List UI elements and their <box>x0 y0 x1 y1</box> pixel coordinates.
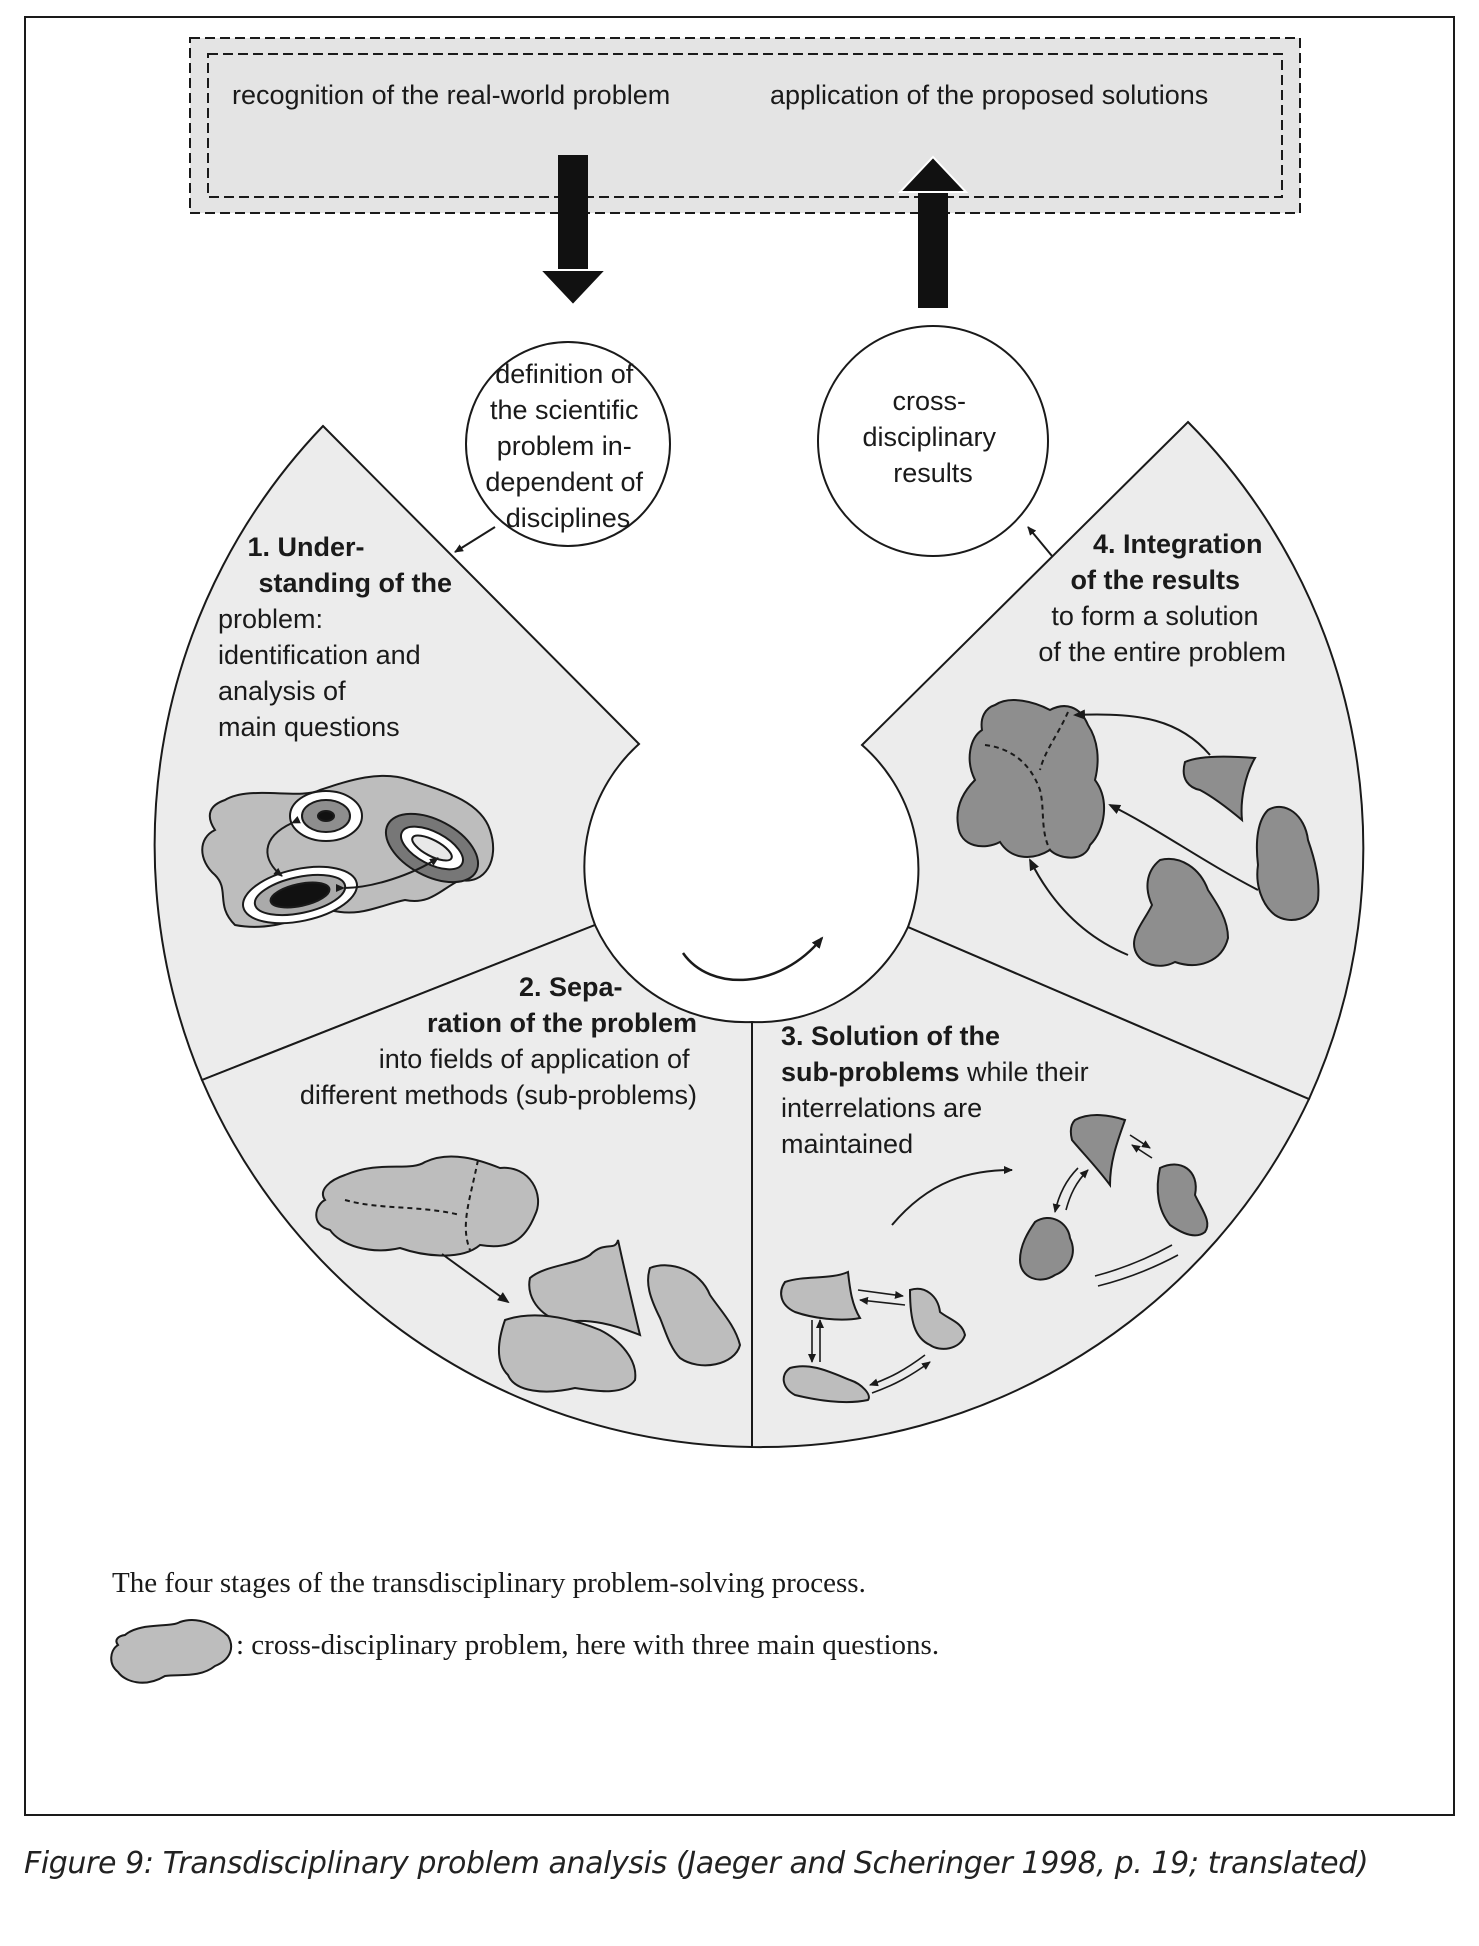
stage1-illustration <box>201 774 495 928</box>
connector-to-stage1 <box>454 526 496 553</box>
application-label: application of the proposed solutions <box>770 80 1208 110</box>
stage3-bold-2: sub-problems <box>781 1057 960 1087</box>
panel-stage4 <box>860 420 1365 1101</box>
down-arrow <box>537 155 609 307</box>
stage4-bold-1: 4. Integration <box>1093 529 1263 559</box>
stage2-illustration <box>315 1155 742 1393</box>
svg-text:2. Sepa- ration of the p: 2. Sepa- ration of the problem <box>427 972 697 1038</box>
panel-stage3 <box>751 925 1311 1449</box>
stage4-text-1: to form a solution <box>1051 601 1258 631</box>
stage2-bold-1: 2. Sepa- <box>519 972 623 1002</box>
svg-text:4. Integration of the re: 4. Integration of the results <box>1070 529 1270 595</box>
stage4-illustration <box>956 699 1320 967</box>
svg-text:3. Solution of the: 3. Solution of the <box>781 1021 1000 1051</box>
results-line-2: disciplinary <box>862 422 996 452</box>
definition-line-2: the scientific <box>490 395 639 425</box>
recognition-label: recognition of the real-world problem <box>232 80 670 110</box>
figure-caption: Figure 9: Transdisciplinary problem anal… <box>24 1846 1369 1881</box>
legend-title: The four stages of the transdisciplinary… <box>112 1567 866 1599</box>
definition-line-3: problem in- <box>497 431 632 461</box>
stage1-text-3: analysis of <box>218 676 346 706</box>
svg-text:to form a solution of th: to form a solution of the entire problem <box>1038 601 1286 667</box>
legend-blob-icon <box>110 1619 233 1684</box>
svg-text:sub-problems while their: sub-problems while their <box>781 1057 1089 1087</box>
circle-results: cross- disciplinary results <box>817 325 1049 557</box>
stage1-text-4: main questions <box>218 712 400 742</box>
stage4-text-2: of the entire problem <box>1038 637 1286 667</box>
stage1-text-1: problem: <box>218 604 323 634</box>
svg-text:1. Under- standing of th: 1. Under- standing of the <box>247 532 452 598</box>
stage3-text-2: interrelations are <box>781 1093 982 1123</box>
definition-line-5: disciplines <box>506 503 631 533</box>
stage1-bold-2: standing of the <box>259 568 452 598</box>
stage3-illustration <box>780 1114 1209 1404</box>
stage2-bold-2: ration of the problem <box>427 1008 697 1038</box>
svg-text:definition of the scient: definition of the scientific problem in-… <box>485 359 650 533</box>
svg-text:cross- disciplinary: cross- disciplinary results <box>862 386 1003 488</box>
results-line-3: results <box>893 458 973 488</box>
stage2-text-1: into fields of application of <box>379 1044 690 1074</box>
svg-text:into fields of application of: into fields of application of different … <box>300 1044 697 1110</box>
stage1-text-2: identification and <box>218 640 421 670</box>
real-world-box: recognition of the real-world problem ap… <box>189 37 1301 214</box>
definition-line-1: definition of <box>495 359 634 389</box>
results-line-1: cross- <box>892 386 966 416</box>
stage1-label: 1. Under- standing of the problem: ident… <box>218 532 452 742</box>
circle-definition: definition of the scientific problem in-… <box>465 341 671 547</box>
svg-text:interrelations are maint: interrelations are maintained <box>781 1093 990 1159</box>
stage4-label: 4. Integration of the results to form a … <box>1038 529 1286 667</box>
stage3-text-1: while their <box>960 1057 1089 1087</box>
legend: The four stages of the transdisciplinary… <box>110 1567 939 1684</box>
up-arrow <box>897 155 969 308</box>
stage1-bold-1: 1. Under- <box>247 532 364 562</box>
stage2-label: 2. Sepa- ration of the problem into fiel… <box>300 972 697 1110</box>
center-cycle-arrow <box>681 936 824 982</box>
legend-item: : cross-disciplinary problem, here with … <box>236 1629 939 1661</box>
stage2-text-2: different methods (sub-problems) <box>300 1080 697 1110</box>
svg-text:problem: identification: problem: identification and analysis of … <box>218 604 428 742</box>
connector-to-results <box>1027 526 1053 557</box>
stage4-bold-2: of the results <box>1070 565 1240 595</box>
stage3-label: 3. Solution of the sub-problems while th… <box>781 1021 1089 1159</box>
definition-line-4: dependent of <box>485 467 643 497</box>
stage3-bold-1: 3. Solution of the <box>781 1021 1000 1051</box>
stage3-text-3: maintained <box>781 1129 913 1159</box>
